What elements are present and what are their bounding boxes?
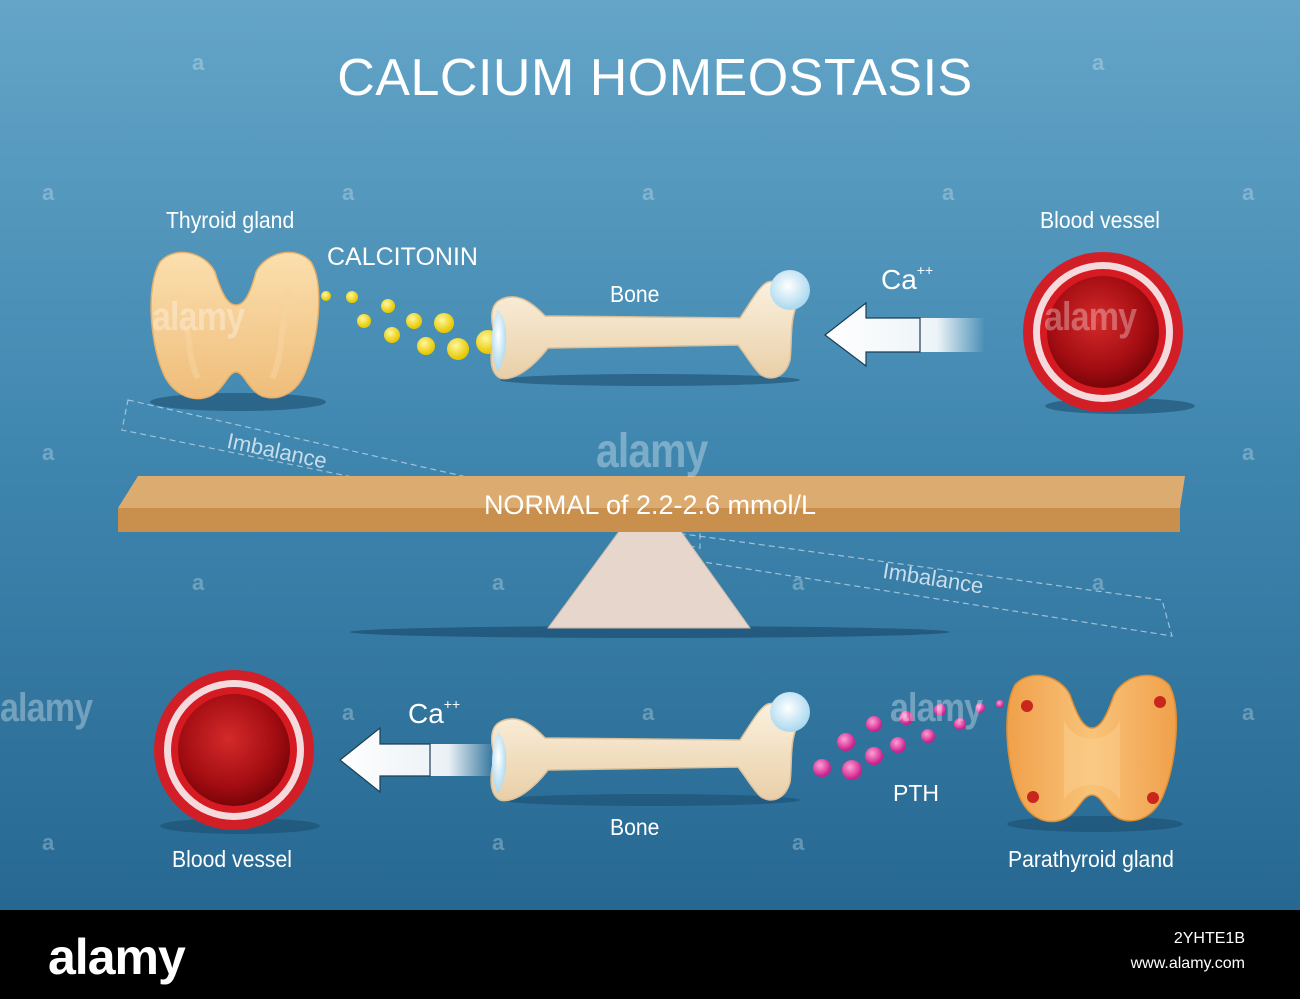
- watermark-text: alamy: [152, 295, 245, 339]
- watermark-text: alamy: [0, 686, 93, 730]
- footer-url: www.alamy.com: [1130, 955, 1245, 972]
- diagram-canvas: a a a a a a a a a a a a a a a a a a a al…: [0, 0, 1300, 910]
- parathyroid-gland-label: Parathyroid gland: [1008, 846, 1174, 872]
- watermark-mark: a: [1092, 570, 1105, 595]
- watermark-mark: a: [1242, 700, 1255, 725]
- blood-vessel-top-graphic: [1023, 252, 1195, 414]
- calcium-bottom-charge: ++: [443, 696, 461, 712]
- watermark-mark: a: [1242, 440, 1255, 465]
- arrow-bottom: [339, 726, 495, 794]
- watermark-mark: a: [1092, 50, 1105, 75]
- bone-bottom-graphic: [490, 692, 810, 806]
- watermark-text: alamy: [596, 425, 708, 478]
- calcitonin-label: CALCITONIN: [327, 243, 478, 271]
- watermark-mark: a: [642, 180, 655, 205]
- blood-vessel-bottom-graphic: [154, 670, 320, 834]
- arrow-top: [824, 301, 985, 368]
- watermark-mark: a: [792, 830, 805, 855]
- seesaw: [118, 476, 1185, 638]
- pth-dots: [813, 700, 1004, 780]
- footer-bar: [0, 910, 1300, 999]
- watermark-text: alamy: [1044, 295, 1137, 339]
- watermark-text: alamy: [890, 686, 983, 730]
- blood-vessel-bottom-label: Blood vessel: [172, 846, 292, 872]
- watermark-mark: a: [792, 570, 805, 595]
- watermark-mark: a: [492, 830, 505, 855]
- watermark-mark: a: [1242, 180, 1255, 205]
- watermark-mark: a: [42, 180, 55, 205]
- watermark-mark: a: [342, 180, 355, 205]
- pth-label: PTH: [893, 780, 939, 806]
- calcium-top-charge: ++: [916, 262, 934, 278]
- watermark-mark: a: [942, 180, 955, 205]
- watermark-mark: a: [192, 570, 205, 595]
- footer-logo: alamy: [48, 929, 186, 985]
- calcium-bottom-symbol: Ca: [408, 698, 444, 729]
- bone-top-graphic: [490, 270, 810, 386]
- bone-top-label: Bone: [610, 281, 660, 307]
- bone-bottom-label: Bone: [610, 814, 660, 840]
- footer-image-id: 2YHTE1B: [1173, 930, 1245, 947]
- watermark-mark: a: [342, 700, 355, 725]
- calcitonin-dots: [321, 291, 500, 360]
- watermark-mark: a: [42, 440, 55, 465]
- blood-vessel-top-label: Blood vessel: [1040, 207, 1160, 233]
- watermark-mark: a: [642, 700, 655, 725]
- diagram-title: CALCIUM HOMEOSTASIS: [337, 49, 973, 107]
- watermark-mark: a: [42, 830, 55, 855]
- calcium-top-label: Ca++: [881, 262, 933, 296]
- watermark-mark: a: [192, 50, 205, 75]
- parathyroid-gland-graphic: [1006, 674, 1183, 832]
- watermark-mark: a: [492, 570, 505, 595]
- thyroid-gland-graphic: [150, 251, 326, 411]
- thyroid-gland-label: Thyroid gland: [166, 207, 295, 233]
- diagram-artwork: [0, 0, 1300, 910]
- normal-range-label: NORMAL of 2.2-2.6 mmol/L: [483, 490, 817, 520]
- calcium-top-symbol: Ca: [881, 264, 917, 295]
- calcium-bottom-label: Ca++: [408, 696, 460, 730]
